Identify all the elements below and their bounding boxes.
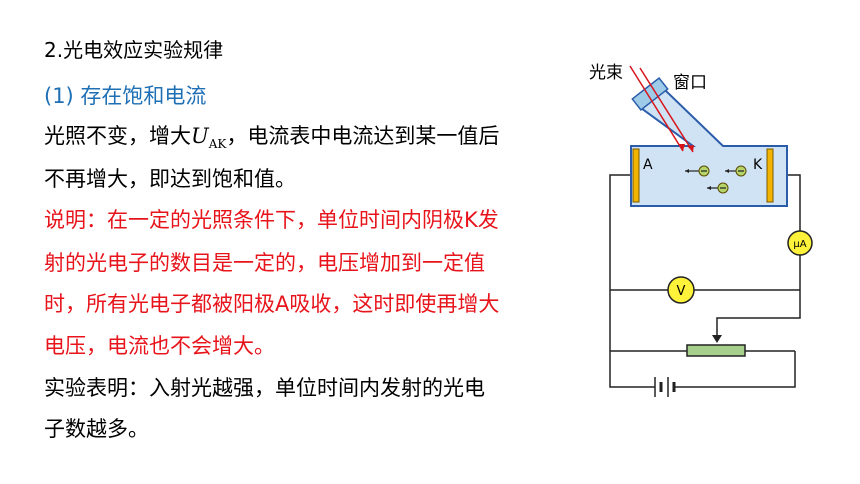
voltmeter-label: V [677, 284, 686, 299]
window-label: 窗口 [673, 73, 707, 93]
circuit-wires [609, 174, 801, 388]
photoelectrons [685, 165, 747, 194]
paragraph-light-constant: 光照不变，增大UAK，电流表中电流达到某一值后 [44, 124, 499, 156]
anode-label: A [643, 157, 653, 173]
paragraph-light-constant-line2: 不再增大，即达到饱和值。 [44, 167, 296, 191]
anode-electrode [632, 148, 640, 203]
beam-label: 光束 [589, 63, 623, 83]
rheostat-slider-arrow [712, 335, 722, 343]
note-line-3: 时，所有光电子都被阳极A吸收，这时即使再增大 [44, 292, 500, 316]
cathode-electrode [766, 148, 774, 203]
rheostat [686, 344, 746, 357]
light-beams [629, 65, 694, 153]
note-line-2: 射的光电子的数目是一定的，电压增加到一定值 [44, 251, 485, 275]
symbol-uak: UAK [191, 124, 227, 152]
microammeter-label: μA [793, 239, 806, 250]
experiment-line-1: 实验表明：入射光越强，单位时间内发射的光电 [44, 376, 485, 400]
phototube-body [630, 88, 788, 207]
experiment-line-2: 子数越多。 [44, 417, 149, 441]
battery-icon [654, 377, 680, 397]
note-line-4: 电压，电流也不会增大。 [44, 334, 275, 358]
cathode-label: K [753, 157, 763, 173]
photoelectric-circuit-diagram: A K 光束 窗口 μA V [589, 63, 813, 397]
subheading-saturation-current: (1) 存在饱和电流 [44, 84, 207, 108]
tube-window [631, 76, 669, 112]
voltmeter [667, 276, 695, 304]
note-line-1: 说明：在一定的光照条件下，单位时间内阴极K发 [44, 208, 499, 232]
heading: 2.光电效应实验规律 [44, 38, 224, 62]
microammeter [787, 230, 813, 256]
para1-after: ，电流表中电流达到某一值后 [226, 124, 500, 148]
para1-before: 光照不变，增大 [44, 124, 191, 148]
